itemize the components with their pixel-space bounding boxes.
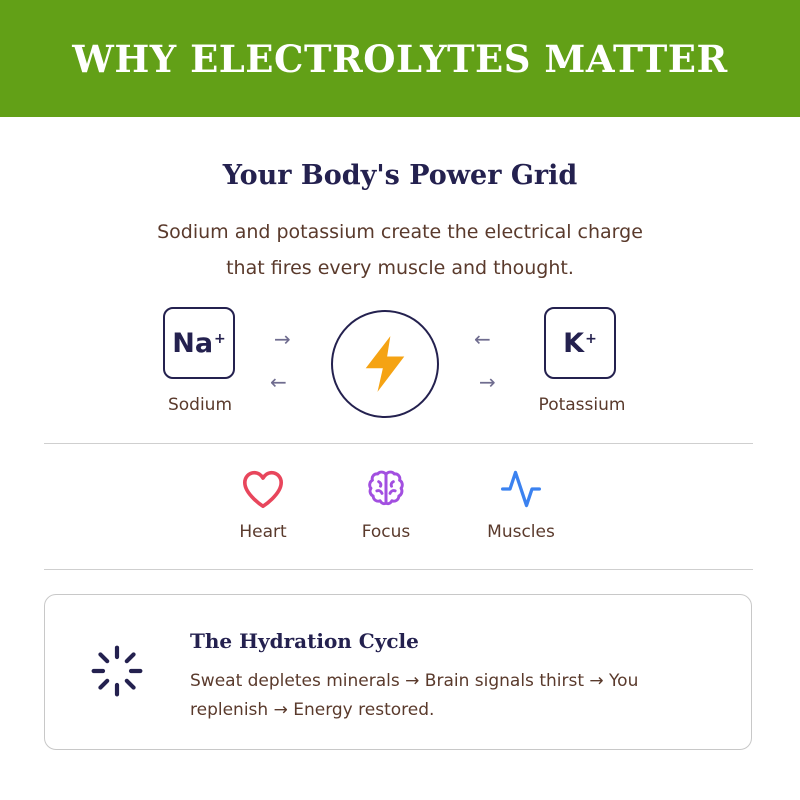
benefit-heart: Heart: [203, 466, 323, 542]
card-text: Sweat depletes minerals → Brain signals …: [190, 671, 639, 720]
potassium-box: K+: [544, 307, 616, 379]
section-title: Your Body's Power Grid: [222, 160, 578, 191]
section-description: Sodium and potassium create the electric…: [157, 221, 643, 279]
benefit-label: Muscles: [487, 522, 555, 542]
potassium-label: Potassium: [538, 395, 626, 415]
potassium-charge: +: [585, 331, 597, 347]
brain-icon: [368, 470, 404, 506]
arrow-right-icon: →: [479, 370, 496, 394]
benefit-muscles: Muscles: [461, 466, 581, 542]
potassium-symbol: K: [563, 327, 585, 359]
header-banner: WHY ELECTROLYTES MATTER: [0, 0, 800, 117]
lightning-icon: [365, 336, 405, 392]
hydration-card: The Hydration Cycle Sweat depletes miner…: [44, 594, 752, 750]
sodium-charge: +: [214, 331, 226, 347]
heart-icon: [243, 470, 283, 509]
sodium-label: Sodium: [167, 395, 233, 415]
arrow-right-icon: →: [274, 327, 291, 351]
benefit-label: Heart: [239, 522, 287, 542]
arrow-left-icon: ←: [474, 327, 491, 351]
loader-icon: [91, 645, 143, 697]
benefit-focus: Focus: [326, 466, 446, 542]
energy-circle: [331, 310, 439, 418]
card-title: The Hydration Cycle: [190, 629, 419, 653]
benefit-label: Focus: [361, 522, 411, 542]
divider: [44, 443, 753, 444]
page-title: WHY ELECTROLYTES MATTER: [72, 36, 728, 81]
divider: [44, 569, 753, 570]
sodium-symbol: Na: [172, 327, 214, 359]
arrow-left-icon: ←: [270, 370, 287, 394]
pulse-icon: [501, 470, 541, 508]
sodium-box: Na+: [163, 307, 235, 379]
